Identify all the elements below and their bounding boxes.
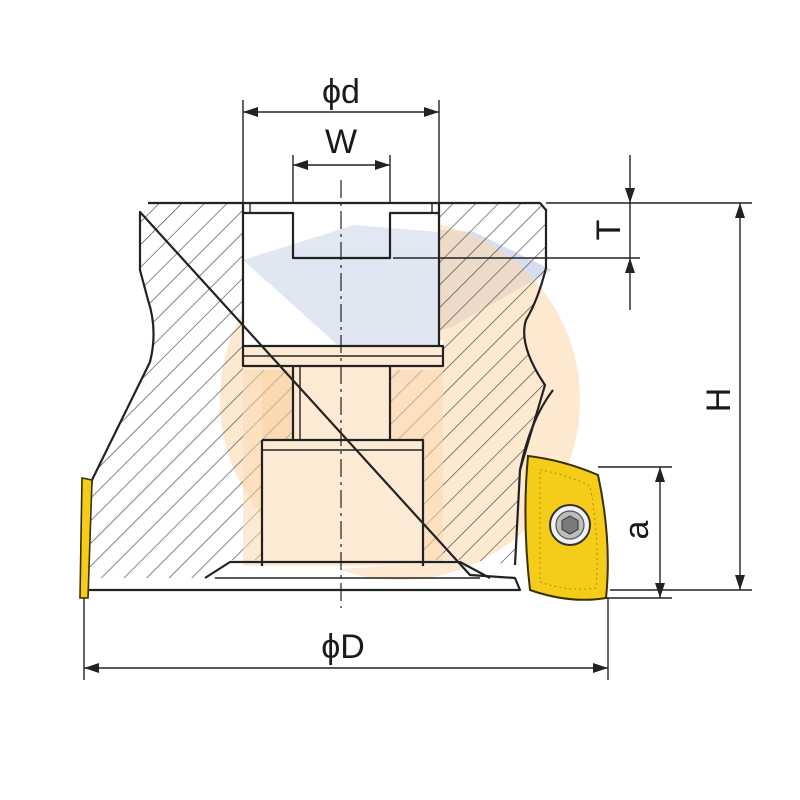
- svg-text:T: T: [590, 220, 628, 241]
- left-insert-edge: [79, 477, 93, 599]
- dimension-keyway-width: W: [292, 123, 391, 203]
- cutting-insert: [524, 454, 609, 601]
- cutter-body-section: [80, 201, 554, 592]
- svg-text:W: W: [325, 123, 357, 161]
- dimension-insert-height: a: [598, 466, 672, 599]
- dimension-cutter-diameter: ϕD: [83, 598, 609, 680]
- dimension-keyway-depth: T: [393, 155, 640, 310]
- dimension-overall-height: H: [610, 202, 752, 591]
- svg-text:ϕD: ϕD: [321, 628, 365, 666]
- svg-text:ϕd: ϕd: [322, 73, 360, 111]
- dimension-bore-diameter: ϕd: [242, 73, 440, 203]
- svg-text:H: H: [700, 388, 738, 413]
- svg-text:a: a: [618, 520, 656, 539]
